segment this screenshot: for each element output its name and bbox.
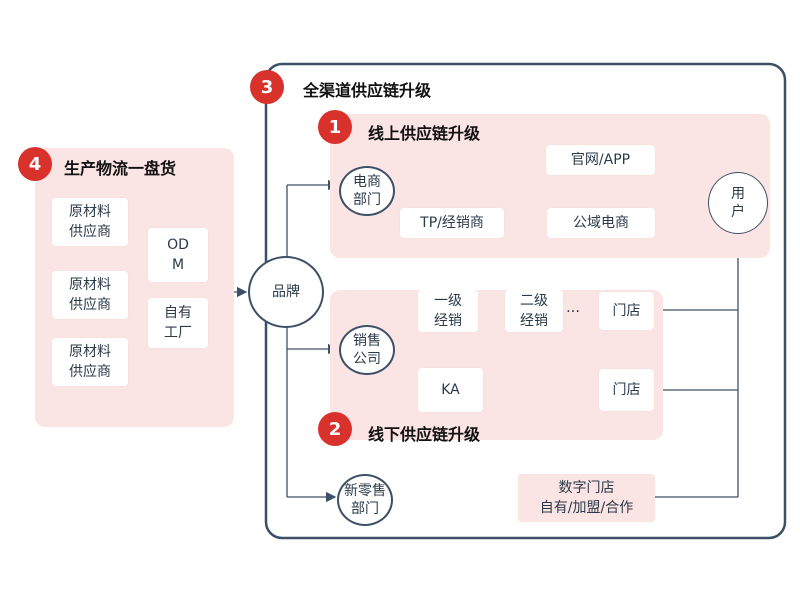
section-4-title: 生产物流一盘货 <box>64 159 177 178</box>
ellipsis-text: … <box>566 300 580 316</box>
node-brand: 品牌 <box>248 256 324 328</box>
node-ka: KA <box>418 368 483 412</box>
section-2-badge: 2 <box>318 412 352 446</box>
node-official-app: 官网/APP <box>546 145 655 175</box>
node-level1-dealer: 一级 经销 <box>418 290 478 332</box>
node-raw-material-2: 原材料 供应商 <box>52 271 128 319</box>
node-level2-dealer: 二级 经销 <box>505 290 563 332</box>
node-user: 用 户 <box>708 172 768 234</box>
section-1-title: 线上供应链升级 <box>368 124 481 143</box>
node-store-2: 门店 <box>599 369 654 411</box>
node-own-factory: 自有 工厂 <box>148 298 208 348</box>
section-1-badge: 1 <box>318 110 352 144</box>
node-raw-material-3: 原材料 供应商 <box>52 338 128 386</box>
section-4-badge: 4 <box>18 147 52 181</box>
section-3-title: 全渠道供应链升级 <box>303 81 432 100</box>
node-digital-store: 数字门店 自有/加盟/合作 <box>518 474 655 522</box>
node-new-retail-dept: 新零售 部门 <box>337 474 393 526</box>
node-public-ecommerce: 公域电商 <box>547 208 655 238</box>
node-ecommerce-dept: 电商 部门 <box>339 166 395 216</box>
node-odm: OD M <box>148 228 208 282</box>
node-tp-dealer: TP/经销商 <box>400 208 504 238</box>
section-2-title: 线下供应链升级 <box>368 425 481 444</box>
node-raw-material-1: 原材料 供应商 <box>52 198 128 246</box>
node-store-1: 门店 <box>599 292 654 330</box>
node-sales-company: 销售 公司 <box>339 325 395 375</box>
section-3-badge: 3 <box>250 70 284 104</box>
